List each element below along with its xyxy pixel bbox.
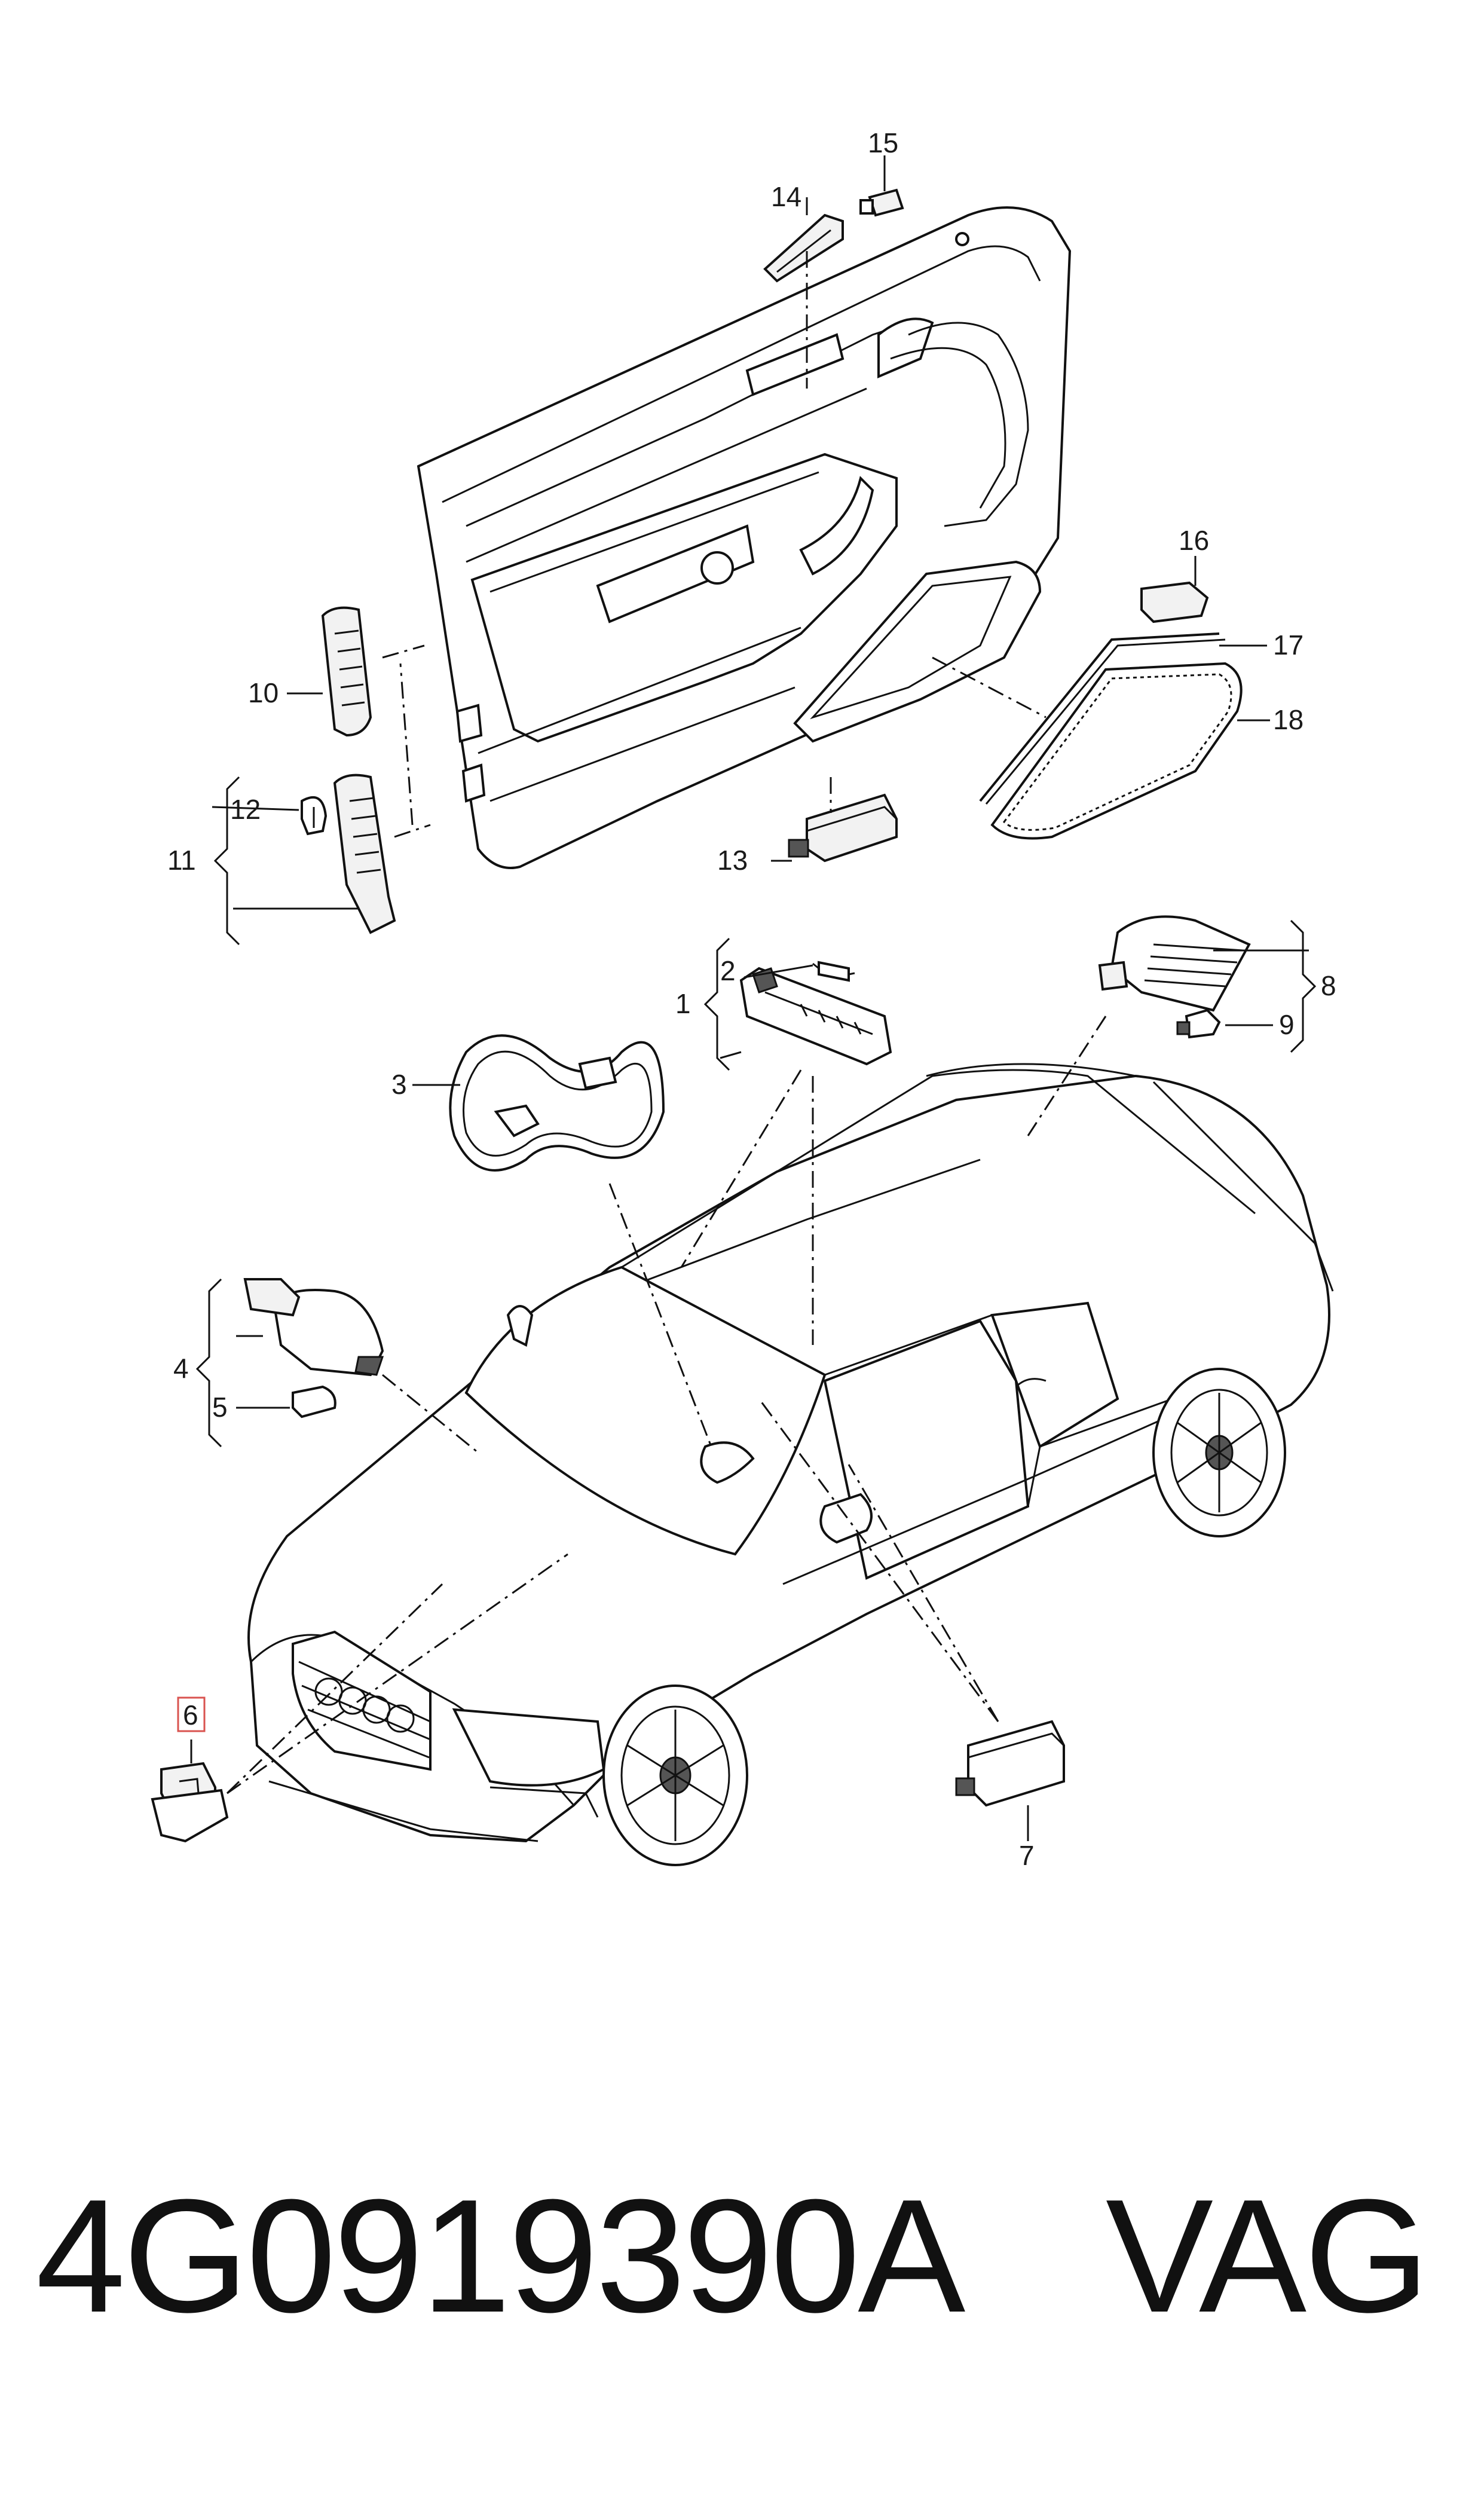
part-6-switch [151, 1762, 229, 1843]
part-8-vanity-lamp [1098, 915, 1251, 1012]
callout-7: 7 [1019, 1840, 1035, 1871]
part-17-light-guide [979, 632, 1226, 805]
callout-2: 2 [720, 955, 736, 986]
callout-6: 6 [183, 1699, 198, 1731]
callout-17: 17 [1273, 629, 1304, 661]
part-5-bulb [292, 1385, 336, 1419]
part-12-bulb [301, 796, 328, 836]
callout-8: 8 [1321, 970, 1336, 1001]
callout-12: 12 [230, 794, 261, 825]
callout-16: 16 [1179, 525, 1209, 556]
callout-1: 1 [675, 988, 691, 1019]
part-10-entry-lamp-lens [321, 606, 372, 737]
part-7-control-unit [955, 1720, 1065, 1807]
callout-labels: 14 15 10 12 11 13 16 17 18 2 1 3 8 9 4 5… [167, 127, 1336, 1871]
callout-9: 9 [1279, 1009, 1295, 1040]
part-16-connector [1140, 581, 1209, 623]
callout-lines [190, 155, 1317, 1841]
car-body [247, 1063, 1334, 1843]
part-number: 4G0919390A [36, 2166, 965, 2346]
part-13-door-lamp [788, 793, 898, 863]
brand-label: VAG [1106, 2166, 1430, 2346]
part-1-interior-lamp [739, 967, 892, 1066]
footer: 4G0919390A VAG [0, 2176, 1484, 2355]
callout-5: 5 [212, 1392, 228, 1423]
callout-18: 18 [1273, 704, 1304, 735]
door-trim-panel [417, 206, 1072, 869]
callout-4: 4 [173, 1353, 189, 1384]
leader-dashes [226, 1016, 1107, 1794]
part-3-seal-ring [449, 1034, 665, 1172]
callout-14: 14 [771, 181, 801, 212]
car-front-wheel [602, 1685, 748, 1866]
part-14-door-switch [763, 213, 844, 283]
car-rear-wheel [1152, 1368, 1286, 1537]
part-15-connector [859, 188, 904, 217]
part-2-festoon-bulb [812, 961, 855, 982]
part-9-bulb [1176, 1008, 1221, 1039]
highlight-box-6 [177, 1696, 206, 1732]
callout-10: 10 [248, 677, 279, 708]
callout-13: 13 [717, 845, 748, 876]
callout-15: 15 [868, 127, 898, 158]
callout-3: 3 [391, 1069, 407, 1100]
part-4-luggage-lamp [243, 1278, 384, 1377]
callout-11: 11 [167, 845, 196, 876]
part-18-light-guide-frame [990, 662, 1243, 840]
part-11-entry-lamp-housing [333, 774, 396, 934]
